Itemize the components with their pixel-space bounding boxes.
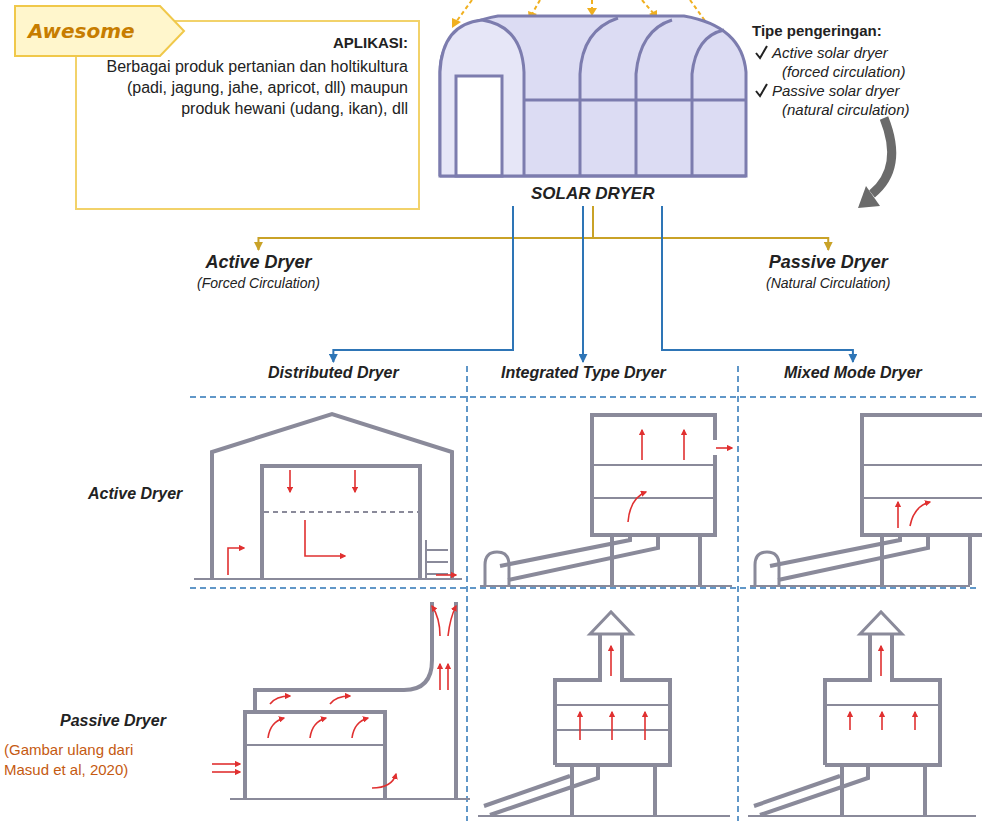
tree-connector <box>258 206 593 250</box>
node-heading: Distributed Dryer <box>268 364 399 382</box>
tree-connector <box>582 206 584 362</box>
list-item: Passive solar dryer <box>772 82 900 99</box>
node-body: (Forced Circulation) <box>197 275 320 291</box>
pointer-arrow <box>858 118 892 208</box>
caption: (Gambar ulang dari Masud et al, 2020) <box>4 740 176 781</box>
category-node: Active Dryer (Forced Circulation) <box>197 252 320 291</box>
node-heading: Awesome <box>14 5 186 57</box>
title-node: SOLAR DRYER <box>531 184 654 204</box>
badge-arrow: Awesome <box>14 5 186 57</box>
greenhouse <box>440 16 746 176</box>
column-header: Integrated Type Dryer <box>501 364 666 382</box>
category-node: Passive Dryer (Natural Circulation) <box>766 252 890 291</box>
node-body: Berbagai produk pertanian dan holtikultu… <box>87 57 408 119</box>
passive-integrated-dryer <box>478 612 730 816</box>
active-distributed-dryer <box>194 414 462 579</box>
active-integrated-dryer <box>480 415 732 586</box>
check-marks <box>756 46 767 96</box>
node-heading: Passive Dryer <box>766 252 890 273</box>
column-header: Mixed Mode Dryer <box>784 364 922 382</box>
tree-connector <box>333 206 513 362</box>
node-heading: Mixed Mode Dryer <box>784 364 922 382</box>
list-item: (natural circulation) <box>782 101 910 118</box>
active-mixed-mode-dryer <box>750 415 982 586</box>
node-heading: Integrated Type Dryer <box>501 364 666 382</box>
row-label: Passive Dryer <box>60 712 166 730</box>
node-heading: SOLAR DRYER <box>531 184 654 204</box>
node-body: (Natural Circulation) <box>766 275 890 291</box>
passive-distributed-dryer <box>212 602 470 799</box>
node-heading: Active Dryer <box>197 252 320 273</box>
list-item: Active solar dryer <box>772 44 888 61</box>
passive-mixed-mode-dryer <box>748 612 976 816</box>
row-label: Active Dryer <box>88 485 182 503</box>
tree-connector <box>593 206 828 250</box>
column-header: Distributed Dryer <box>268 364 399 382</box>
list-item: (forced circulation) <box>782 63 905 80</box>
list-heading: Tipe pengeringan: <box>752 22 882 39</box>
